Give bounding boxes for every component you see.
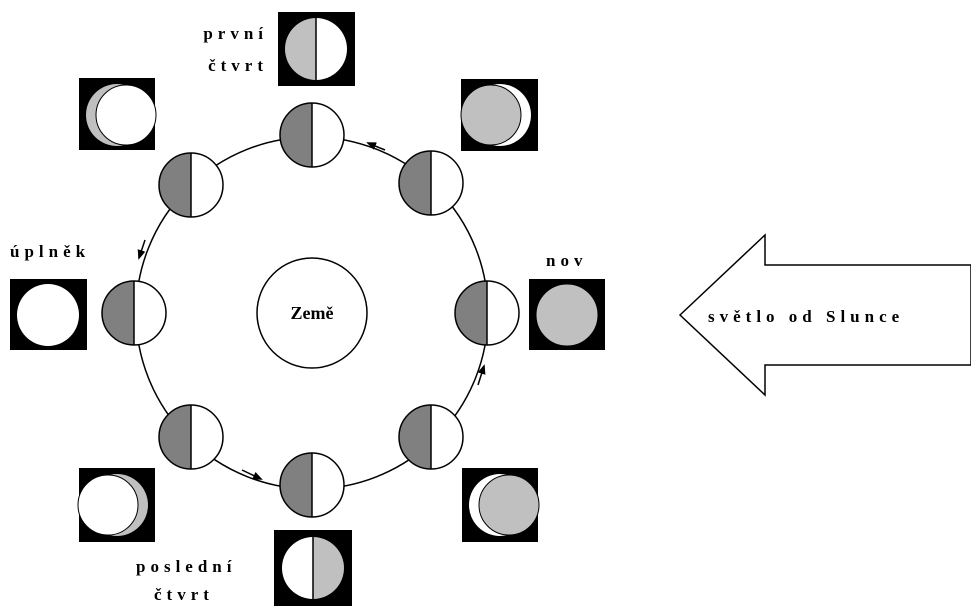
label-first-quarter-line2: čtvrt [208, 56, 268, 75]
orbit-arrow-s [241, 469, 263, 480]
earth-circle [256, 257, 368, 369]
earth: Země [256, 257, 368, 369]
orbit-direction-arrows [137, 142, 486, 480]
orbit-moon-waning-gibbous [158, 404, 224, 470]
phase-box-waning-gibbous [77, 468, 155, 542]
phase-box-first-quarter [278, 12, 355, 86]
sunlight-label: světlo od Slunce [708, 307, 904, 326]
label-last-quarter-line2: čtvrt [154, 585, 214, 604]
phase-box-waxing-crescent [460, 79, 538, 151]
phase-box-last-quarter [274, 530, 352, 606]
phase-boxes [10, 12, 605, 606]
phase-box-waxing-gibbous [79, 78, 157, 150]
sunlight-arrow: světlo od Slunce [678, 233, 971, 397]
orbit-arrow-w [137, 239, 146, 260]
orbit-moon-new [454, 280, 520, 346]
orbit-moon-waxing-gibbous [158, 152, 224, 218]
label-full-moon: úplněk [10, 242, 90, 261]
orbit-moons [101, 102, 520, 518]
phase-box-new [529, 279, 605, 350]
phase-box-waning-crescent [462, 468, 540, 542]
label-last-quarter-line1: poslední [136, 557, 236, 576]
orbit-arrow-e [477, 364, 486, 386]
orbit-moon-waxing-crescent [398, 150, 464, 216]
label-new-moon: nov [546, 251, 587, 270]
orbit-moon-waning-crescent [398, 404, 464, 470]
orbit-moon-full [101, 280, 167, 346]
sunlight-arrow-shape [678, 233, 971, 397]
orbit-moon-first-quarter [279, 102, 345, 168]
orbit-moon-last-quarter [279, 452, 345, 518]
label-first-quarter-line1: první [203, 24, 268, 43]
earth-label: Země [291, 303, 334, 323]
orbit-arrow-ne [366, 142, 386, 151]
phase-box-full [10, 279, 87, 350]
